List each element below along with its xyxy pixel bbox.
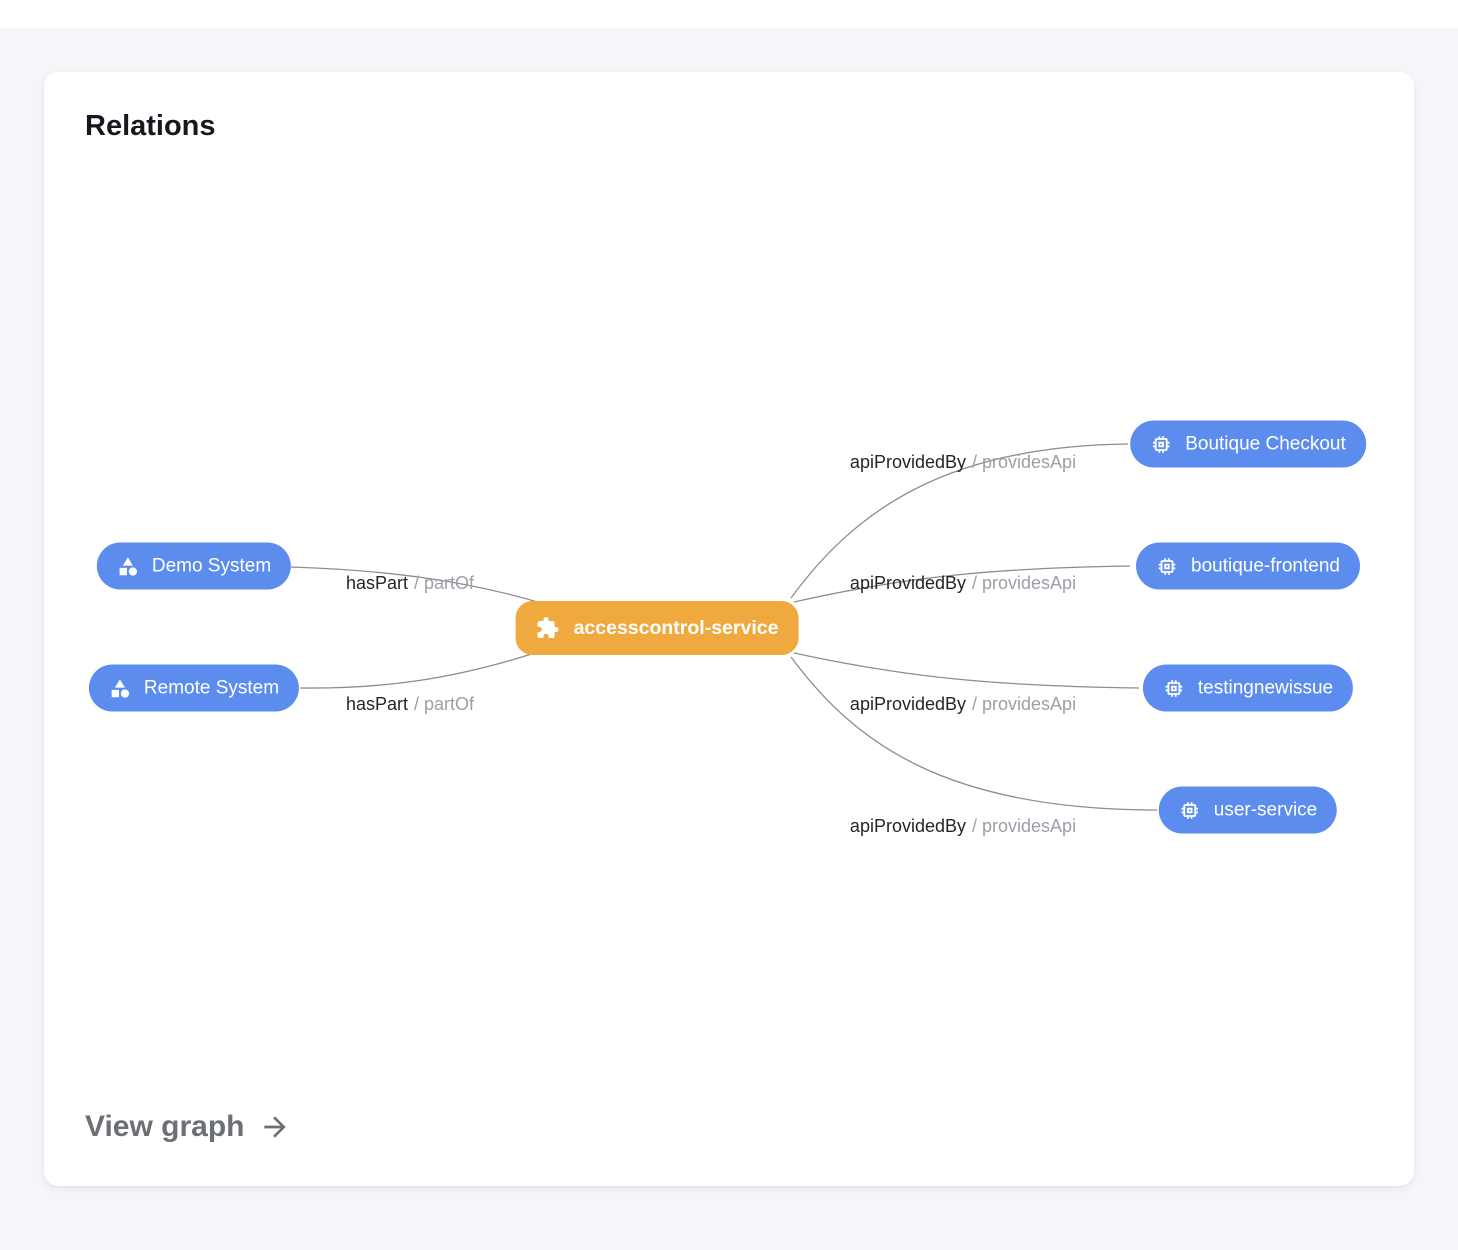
edge-label-primary: hasPart bbox=[345, 573, 409, 593]
edge-label-primary: apiProvidedBy bbox=[849, 694, 967, 714]
edge-line-apiprovidedby-4 bbox=[790, 656, 1158, 811]
node-label: Boutique Checkout bbox=[1185, 433, 1346, 454]
edge-label-apiprovidedby-3: apiProvidedBy/ providesApi bbox=[850, 695, 1076, 713]
edge-label-apiprovidedby-1: apiProvidedBy/ providesApi bbox=[850, 453, 1076, 471]
api-chip-icon bbox=[1152, 435, 1170, 453]
edge-line-apiprovidedby-2 bbox=[793, 565, 1131, 603]
edge-line-apiprovidedby-1 bbox=[790, 443, 1129, 599]
edge-label-haspart-2: hasPart/ partOf bbox=[346, 695, 474, 713]
view-graph-link[interactable]: View graph bbox=[85, 1110, 291, 1144]
node-accesscontrol-service[interactable]: accesscontrol-service bbox=[515, 601, 799, 655]
arrow-right-icon bbox=[263, 1116, 286, 1138]
edge-label-secondary: / partOf bbox=[414, 694, 475, 714]
node-demo-system[interactable]: Demo System bbox=[96, 542, 292, 590]
extension-puzzle-icon bbox=[537, 617, 559, 638]
node-label: accesscontrol-service bbox=[573, 616, 779, 639]
api-chip-icon bbox=[1181, 801, 1199, 819]
view-graph-label: View graph bbox=[85, 1110, 245, 1143]
edge-label-primary: apiProvidedBy bbox=[849, 573, 967, 593]
api-chip-icon bbox=[1165, 679, 1183, 697]
node-user-service[interactable]: user-service bbox=[1158, 786, 1338, 834]
api-chip-icon bbox=[1158, 557, 1176, 575]
edge-label-secondary: / providesApi bbox=[972, 694, 1077, 714]
page-top-strip bbox=[0, 0, 1458, 28]
node-label: user-service bbox=[1213, 799, 1318, 820]
edge-label-primary: apiProvidedBy bbox=[849, 452, 967, 472]
system-category-icon bbox=[111, 678, 130, 698]
node-boutique-checkout[interactable]: Boutique Checkout bbox=[1130, 420, 1366, 468]
edge-line-haspart-2 bbox=[299, 651, 539, 689]
edge-label-apiprovidedby-4: apiProvidedBy/ providesApi bbox=[850, 817, 1076, 835]
node-boutique-frontend[interactable]: boutique-frontend bbox=[1136, 542, 1360, 590]
relations-card: Relations hasPart/ partOf hasPart/ partO… bbox=[44, 72, 1414, 1186]
node-label: boutique-frontend bbox=[1191, 555, 1340, 576]
edge-label-secondary: / partOf bbox=[414, 573, 475, 593]
edge-line-apiprovidedby-3 bbox=[793, 652, 1140, 689]
edge-label-secondary: / providesApi bbox=[972, 452, 1077, 472]
relation-edges bbox=[290, 443, 1158, 811]
node-testingnewissue[interactable]: testingnewissue bbox=[1142, 664, 1354, 712]
edge-label-secondary: / providesApi bbox=[972, 816, 1077, 836]
edge-label-primary: hasPart bbox=[345, 694, 409, 714]
node-label: Demo System bbox=[151, 555, 272, 576]
node-remote-system[interactable]: Remote System bbox=[88, 664, 300, 712]
edge-label-haspart-1: hasPart/ partOf bbox=[346, 574, 474, 592]
edge-line-haspart-1 bbox=[290, 566, 542, 604]
edge-label-primary: apiProvidedBy bbox=[849, 816, 967, 836]
edge-label-apiprovidedby-2: apiProvidedBy/ providesApi bbox=[850, 574, 1076, 592]
edge-label-secondary: / providesApi bbox=[972, 573, 1077, 593]
node-label: Remote System bbox=[143, 677, 280, 698]
card-title: Relations bbox=[85, 110, 216, 142]
system-category-icon bbox=[119, 556, 138, 576]
node-label: testingnewissue bbox=[1197, 677, 1334, 698]
